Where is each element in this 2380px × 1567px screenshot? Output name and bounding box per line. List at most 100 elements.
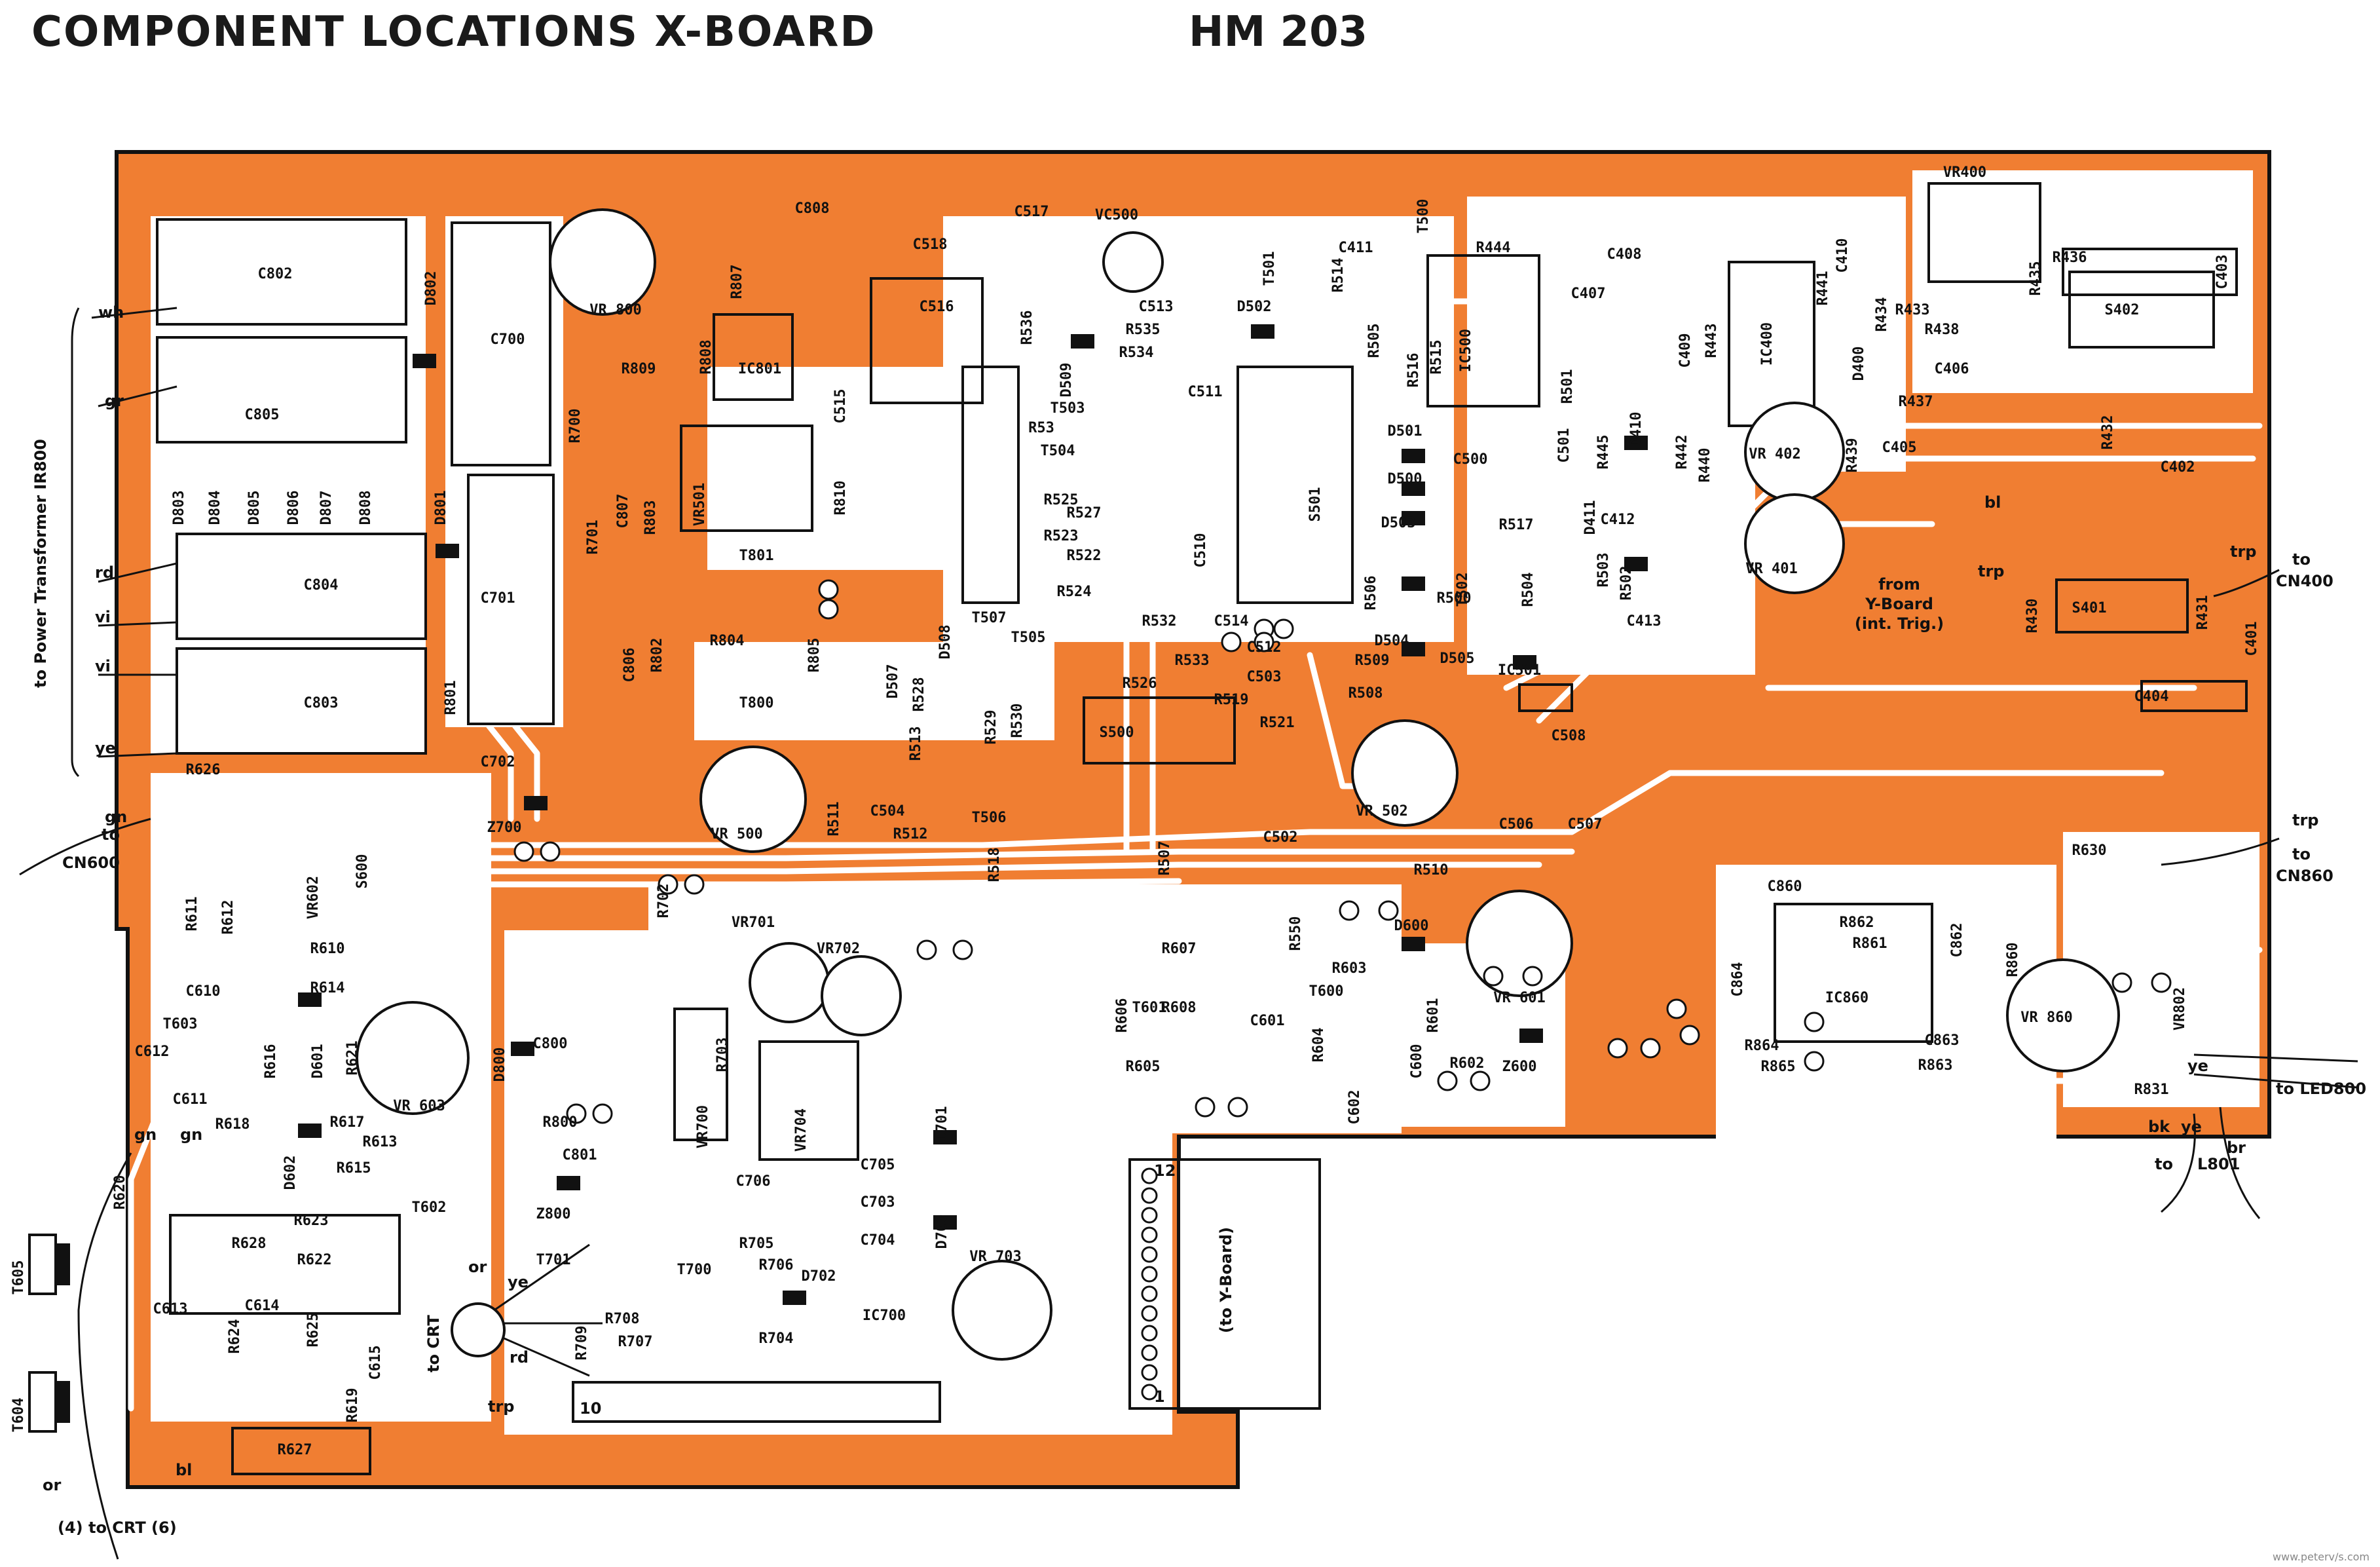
component-label-d700: D700 bbox=[934, 1215, 950, 1249]
external-labels: to Power Transformer IR800 wh gr rd vi v… bbox=[31, 303, 2366, 1537]
component-label-c804: C804 bbox=[304, 577, 339, 594]
component-label-r528: R528 bbox=[911, 677, 927, 712]
component-label-r613: R613 bbox=[363, 1134, 398, 1150]
component-label-c706: C706 bbox=[736, 1173, 771, 1190]
component-label-c513: C513 bbox=[1139, 299, 1174, 315]
component-label-c704: C704 bbox=[861, 1232, 895, 1249]
component-label-c502: C502 bbox=[1263, 829, 1298, 846]
component-label-r436: R436 bbox=[2053, 250, 2087, 266]
cn860-trp-label: trp bbox=[2292, 811, 2319, 829]
component-label-t500: T500 bbox=[1415, 199, 1432, 234]
component-label-c413: C413 bbox=[1627, 613, 1662, 630]
component-label-t801: T801 bbox=[739, 548, 774, 564]
component-label-c600: C600 bbox=[1409, 1044, 1425, 1079]
component-label-c701: C701 bbox=[481, 590, 515, 607]
component-label-r605: R605 bbox=[1126, 1059, 1161, 1075]
component-label-d508: D508 bbox=[937, 625, 954, 660]
component-label-vr701: VR701 bbox=[732, 915, 775, 931]
component-label-vr501: VR501 bbox=[692, 483, 708, 526]
component-label-d701: D701 bbox=[934, 1106, 950, 1141]
component-label-d400: D400 bbox=[1851, 347, 1867, 381]
component-label-c700: C700 bbox=[491, 331, 525, 348]
model-number: HM 203 bbox=[1189, 8, 1368, 56]
component-label-d507: D507 bbox=[885, 664, 901, 699]
component-label-r530: R530 bbox=[1009, 704, 1026, 738]
component-label-r621: R621 bbox=[344, 1041, 361, 1076]
component-label-r707: R707 bbox=[618, 1334, 653, 1350]
led-ye2-label: ye bbox=[2181, 1118, 2202, 1136]
component-label-r627: R627 bbox=[278, 1442, 312, 1458]
component-label-c808: C808 bbox=[795, 200, 830, 217]
component-label-vr603: VR 603 bbox=[393, 1098, 445, 1114]
component-label-d501: D501 bbox=[1388, 423, 1422, 440]
crt-or-label: or bbox=[468, 1258, 487, 1276]
crt-bot-bl-label: bl bbox=[176, 1461, 192, 1479]
gn-a-label: gn bbox=[134, 1125, 157, 1144]
component-label-c406: C406 bbox=[1935, 361, 1969, 377]
component-label-r625: R625 bbox=[305, 1313, 322, 1348]
wire-vi1-label: vi bbox=[95, 608, 111, 626]
component-label-t503: T503 bbox=[1051, 400, 1085, 417]
component-label-r801: R801 bbox=[443, 681, 459, 715]
component-label-r831: R831 bbox=[2134, 1082, 2169, 1098]
component-label-r615: R615 bbox=[337, 1160, 371, 1177]
power-transformer-label: to Power Transformer IR800 bbox=[31, 439, 50, 688]
component-label-r700: R700 bbox=[567, 409, 584, 444]
component-label-c408: C408 bbox=[1607, 246, 1642, 263]
component-label-r628: R628 bbox=[232, 1236, 267, 1252]
component-label-d505: D505 bbox=[1440, 651, 1475, 667]
component-label-d503: D503 bbox=[1381, 515, 1416, 531]
component-label-t507: T507 bbox=[972, 610, 1007, 626]
component-label-vr700: VR700 bbox=[695, 1105, 711, 1148]
component-label-t603: T603 bbox=[163, 1016, 198, 1032]
component-outlines bbox=[156, 182, 2248, 1475]
component-label-r808: R808 bbox=[698, 340, 715, 375]
component-label-r608: R608 bbox=[1162, 1000, 1197, 1016]
component-label-ic860: IC860 bbox=[1825, 990, 1869, 1006]
component-label-t601: T601 bbox=[1132, 1000, 1167, 1016]
component-label-vr400: VR400 bbox=[1943, 164, 1986, 181]
component-label-z600: Z600 bbox=[1502, 1059, 1537, 1075]
y-board-label: (to Y-Board) bbox=[1217, 1227, 1235, 1333]
component-label-c703: C703 bbox=[861, 1194, 895, 1211]
component-label-r709: R709 bbox=[574, 1326, 590, 1361]
component-label-r701: R701 bbox=[585, 520, 601, 555]
component-label-r513: R513 bbox=[908, 727, 924, 761]
component-label-vr704: VR704 bbox=[793, 1108, 809, 1152]
component-label-c802: C802 bbox=[258, 266, 293, 282]
component-label-r518: R518 bbox=[986, 848, 1003, 882]
page-title: COMPONENT LOCATIONS X-BOARD bbox=[31, 8, 876, 56]
component-label-ic400: IC400 bbox=[1759, 322, 1776, 366]
pin-10-label: 10 bbox=[580, 1399, 601, 1418]
crt-plugs bbox=[28, 1234, 506, 1433]
cn860-to-label: to bbox=[2292, 845, 2311, 863]
component-label-c402: C402 bbox=[2161, 459, 2195, 476]
component-label-r442: R442 bbox=[1674, 435, 1690, 470]
component-label-r810: R810 bbox=[832, 481, 849, 516]
component-label-t800: T800 bbox=[739, 695, 774, 711]
component-label-r521: R521 bbox=[1260, 715, 1295, 731]
component-label-t505: T505 bbox=[1011, 630, 1046, 646]
component-label-r860: R860 bbox=[2005, 943, 2021, 977]
crt-rd-label: rd bbox=[510, 1348, 529, 1367]
component-label-r515: R515 bbox=[1428, 340, 1445, 375]
component-label-vr702: VR702 bbox=[817, 941, 860, 957]
component-label-c506: C506 bbox=[1499, 816, 1534, 833]
component-label-r505: R505 bbox=[1366, 324, 1383, 358]
component-label-c407: C407 bbox=[1571, 286, 1606, 302]
component-label-c510: C510 bbox=[1193, 533, 1209, 568]
y-board-connector-pins bbox=[1141, 1167, 1158, 1401]
component-label-d410: D410 bbox=[1628, 412, 1645, 447]
component-label-c409: C409 bbox=[1677, 333, 1694, 368]
component-label-r432: R432 bbox=[2100, 415, 2116, 450]
component-label-r430: R430 bbox=[2024, 599, 2041, 633]
component-label-r525: R525 bbox=[1044, 492, 1079, 508]
component-label-r532: R532 bbox=[1142, 613, 1177, 630]
component-label-d504: D504 bbox=[1375, 633, 1409, 649]
component-label-t504: T504 bbox=[1041, 443, 1075, 459]
component-label-vr802: VR802 bbox=[2172, 987, 2188, 1030]
component-label-r610: R610 bbox=[310, 941, 345, 957]
pin-12-label: 12 bbox=[1154, 1161, 1176, 1180]
wire-ye-label: ye bbox=[95, 739, 116, 757]
